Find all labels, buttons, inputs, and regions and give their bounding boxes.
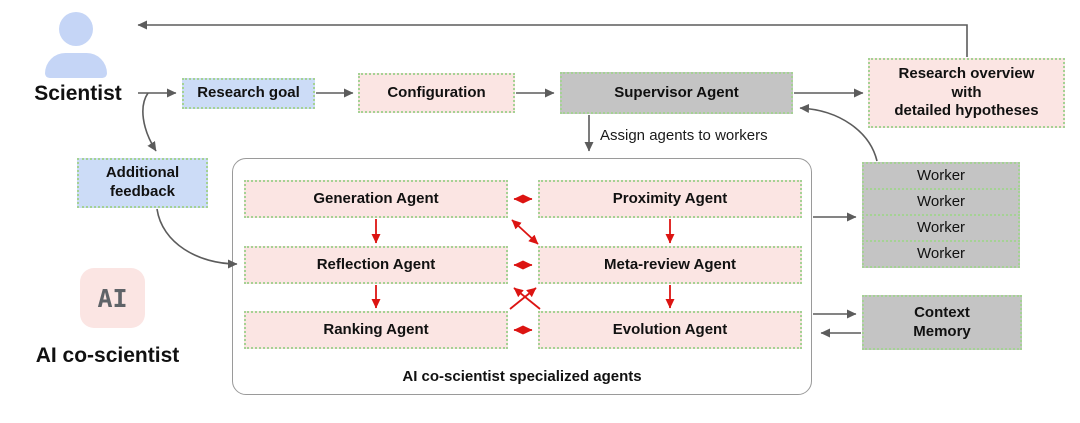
evolution-agent-box: Evolution Agent: [538, 311, 802, 349]
context-memory-line2: Memory: [913, 322, 971, 340]
additional-feedback-line2: feedback: [109, 183, 176, 200]
configuration-label: Configuration: [387, 83, 486, 101]
research-overview-line3: detailed hypotheses: [894, 102, 1039, 120]
supervisor-agent-label: Supervisor Agent: [614, 83, 739, 101]
ai-co-scientist-label: AI co-scientist: [35, 344, 180, 367]
worker-row: Worker: [862, 162, 1020, 190]
research-goal-label: Research goal: [197, 84, 300, 102]
agents-container-caption: AI co-scientist specialized agents: [402, 368, 642, 385]
scientist-person-icon: [44, 12, 108, 78]
arrow-workers-to-supervisor: [799, 103, 878, 162]
person-head-icon: [59, 12, 93, 46]
worker-row: Worker: [862, 240, 1020, 268]
ranking-agent-box: Ranking Agent: [244, 311, 508, 349]
context-memory-box: Context Memory: [862, 295, 1022, 350]
worker-row: Worker: [862, 214, 1020, 242]
additional-feedback-line1: Additional: [105, 164, 180, 182]
worker-label: Worker: [916, 192, 966, 210]
person-torso-icon: [45, 53, 107, 78]
worker-stack: Worker Worker Worker Worker: [862, 162, 1020, 268]
research-overview-line1: Research overview: [898, 64, 1035, 82]
research-overview-line2: with: [951, 83, 982, 101]
arrow-feedback-to-reflection: [156, 208, 238, 269]
assign-agents-caption: Assign agents to workers: [600, 127, 768, 144]
additional-feedback-box: Additional feedback: [77, 158, 208, 208]
evolution-agent-label: Evolution Agent: [612, 320, 728, 338]
generation-agent-box: Generation Agent: [244, 180, 508, 218]
ai-badge: AI: [80, 268, 145, 328]
meta-review-agent-label: Meta-review Agent: [604, 255, 736, 273]
research-overview-box: Research overview with detailed hypothes…: [868, 58, 1065, 128]
arrow-scientist-to-additional-feedback: [142, 92, 157, 152]
proximity-agent-box: Proximity Agent: [538, 180, 802, 218]
ai-badge-text: AI: [97, 283, 128, 313]
supervisor-agent-box: Supervisor Agent: [560, 72, 793, 114]
proximity-agent-label: Proximity Agent: [612, 189, 728, 207]
worker-label: Worker: [916, 218, 966, 236]
arrow-overview-to-scientist: [137, 20, 968, 57]
context-memory-line1: Context: [914, 303, 970, 321]
scientist-label: Scientist: [34, 82, 122, 105]
generation-agent-label: Generation Agent: [313, 189, 439, 207]
ranking-agent-label: Ranking Agent: [323, 320, 429, 338]
research-goal-box: Research goal: [182, 78, 315, 109]
worker-row: Worker: [862, 188, 1020, 216]
meta-review-agent-box: Meta-review Agent: [538, 246, 802, 284]
configuration-box: Configuration: [358, 73, 515, 113]
reflection-agent-label: Reflection Agent: [316, 255, 436, 273]
reflection-agent-box: Reflection Agent: [244, 246, 508, 284]
worker-label: Worker: [916, 244, 966, 262]
worker-label: Worker: [916, 166, 966, 184]
